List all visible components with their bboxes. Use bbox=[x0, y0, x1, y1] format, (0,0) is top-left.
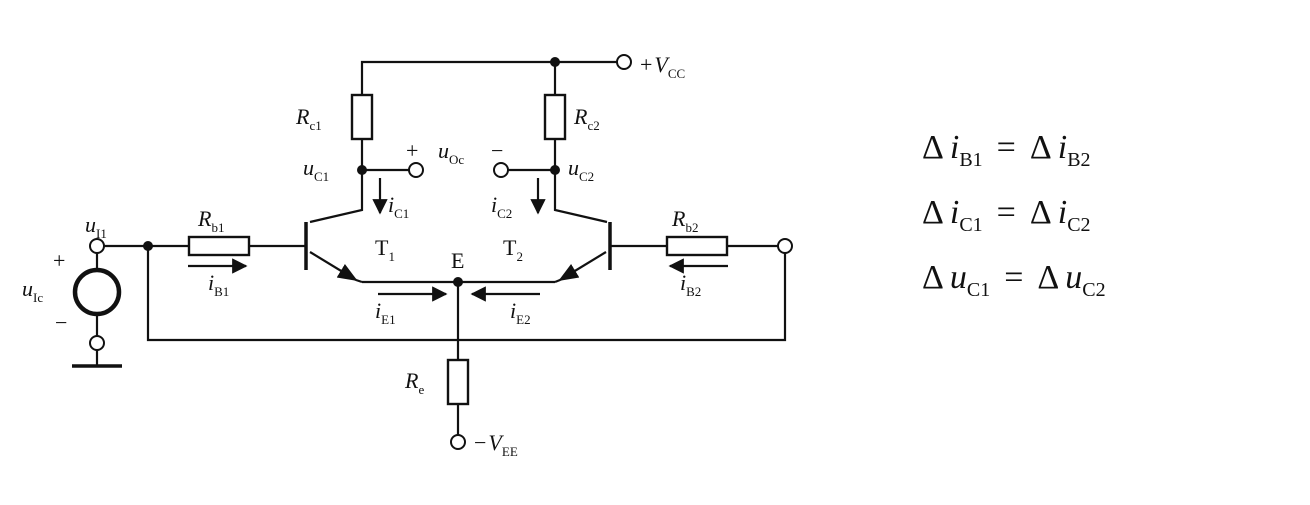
rb1-label: Rb1 bbox=[197, 206, 224, 235]
rc2-label: Rc2 bbox=[573, 104, 600, 133]
rb2-label: Rb2 bbox=[671, 206, 698, 235]
vcc-label: +VCC bbox=[640, 52, 685, 81]
rc1-label: Rc1 bbox=[295, 104, 322, 133]
uoc-plus-sign: + bbox=[406, 138, 418, 163]
uoc-minus-terminal bbox=[493, 162, 509, 178]
vcc-terminal bbox=[616, 54, 632, 70]
vee-label: −VEE bbox=[474, 430, 518, 459]
re-resistor bbox=[446, 358, 470, 406]
transistor-t2 bbox=[554, 222, 612, 284]
ie2-label: iE2 bbox=[510, 298, 531, 327]
uic-plus-sign: + bbox=[53, 248, 65, 273]
ic2-label: iC2 bbox=[491, 192, 512, 221]
ib1-label: iB1 bbox=[208, 270, 229, 299]
rb2-resistor bbox=[665, 235, 729, 257]
ui1-label: uI1 bbox=[85, 212, 107, 241]
right-input-terminal bbox=[777, 238, 793, 254]
rc2-resistor bbox=[543, 93, 567, 141]
transistor-t1 bbox=[304, 222, 363, 284]
ib2-label: iB2 bbox=[680, 270, 701, 299]
vcc-rail bbox=[360, 54, 632, 96]
emitter-wiring bbox=[362, 277, 555, 360]
ie1-label: iE1 bbox=[375, 298, 396, 327]
uoc-plus-terminal bbox=[408, 162, 424, 178]
ui1-terminal bbox=[89, 238, 105, 254]
collector-wiring bbox=[309, 139, 608, 224]
t2-label: T2 bbox=[503, 235, 523, 264]
right-input-wiring bbox=[610, 238, 793, 254]
uic-label: uIc bbox=[22, 276, 43, 305]
uc2-label: uC2 bbox=[568, 155, 594, 184]
ic1-label: iC1 bbox=[388, 192, 409, 221]
left-input-wiring bbox=[89, 238, 787, 342]
uic-minus-sign: − bbox=[55, 310, 67, 335]
t1-label: T1 bbox=[375, 235, 395, 264]
uoc-label: uOc bbox=[438, 138, 464, 167]
rc1-resistor bbox=[350, 93, 374, 141]
vee-terminal bbox=[450, 434, 466, 450]
uc1-label: uC1 bbox=[303, 155, 329, 184]
uoc-minus-sign: − bbox=[491, 138, 503, 163]
re-label: Re bbox=[404, 368, 424, 397]
node-e-label: E bbox=[451, 248, 464, 273]
voltage-source-icon bbox=[72, 267, 122, 317]
common-mode-source bbox=[72, 253, 122, 368]
rb1-resistor bbox=[187, 235, 251, 257]
